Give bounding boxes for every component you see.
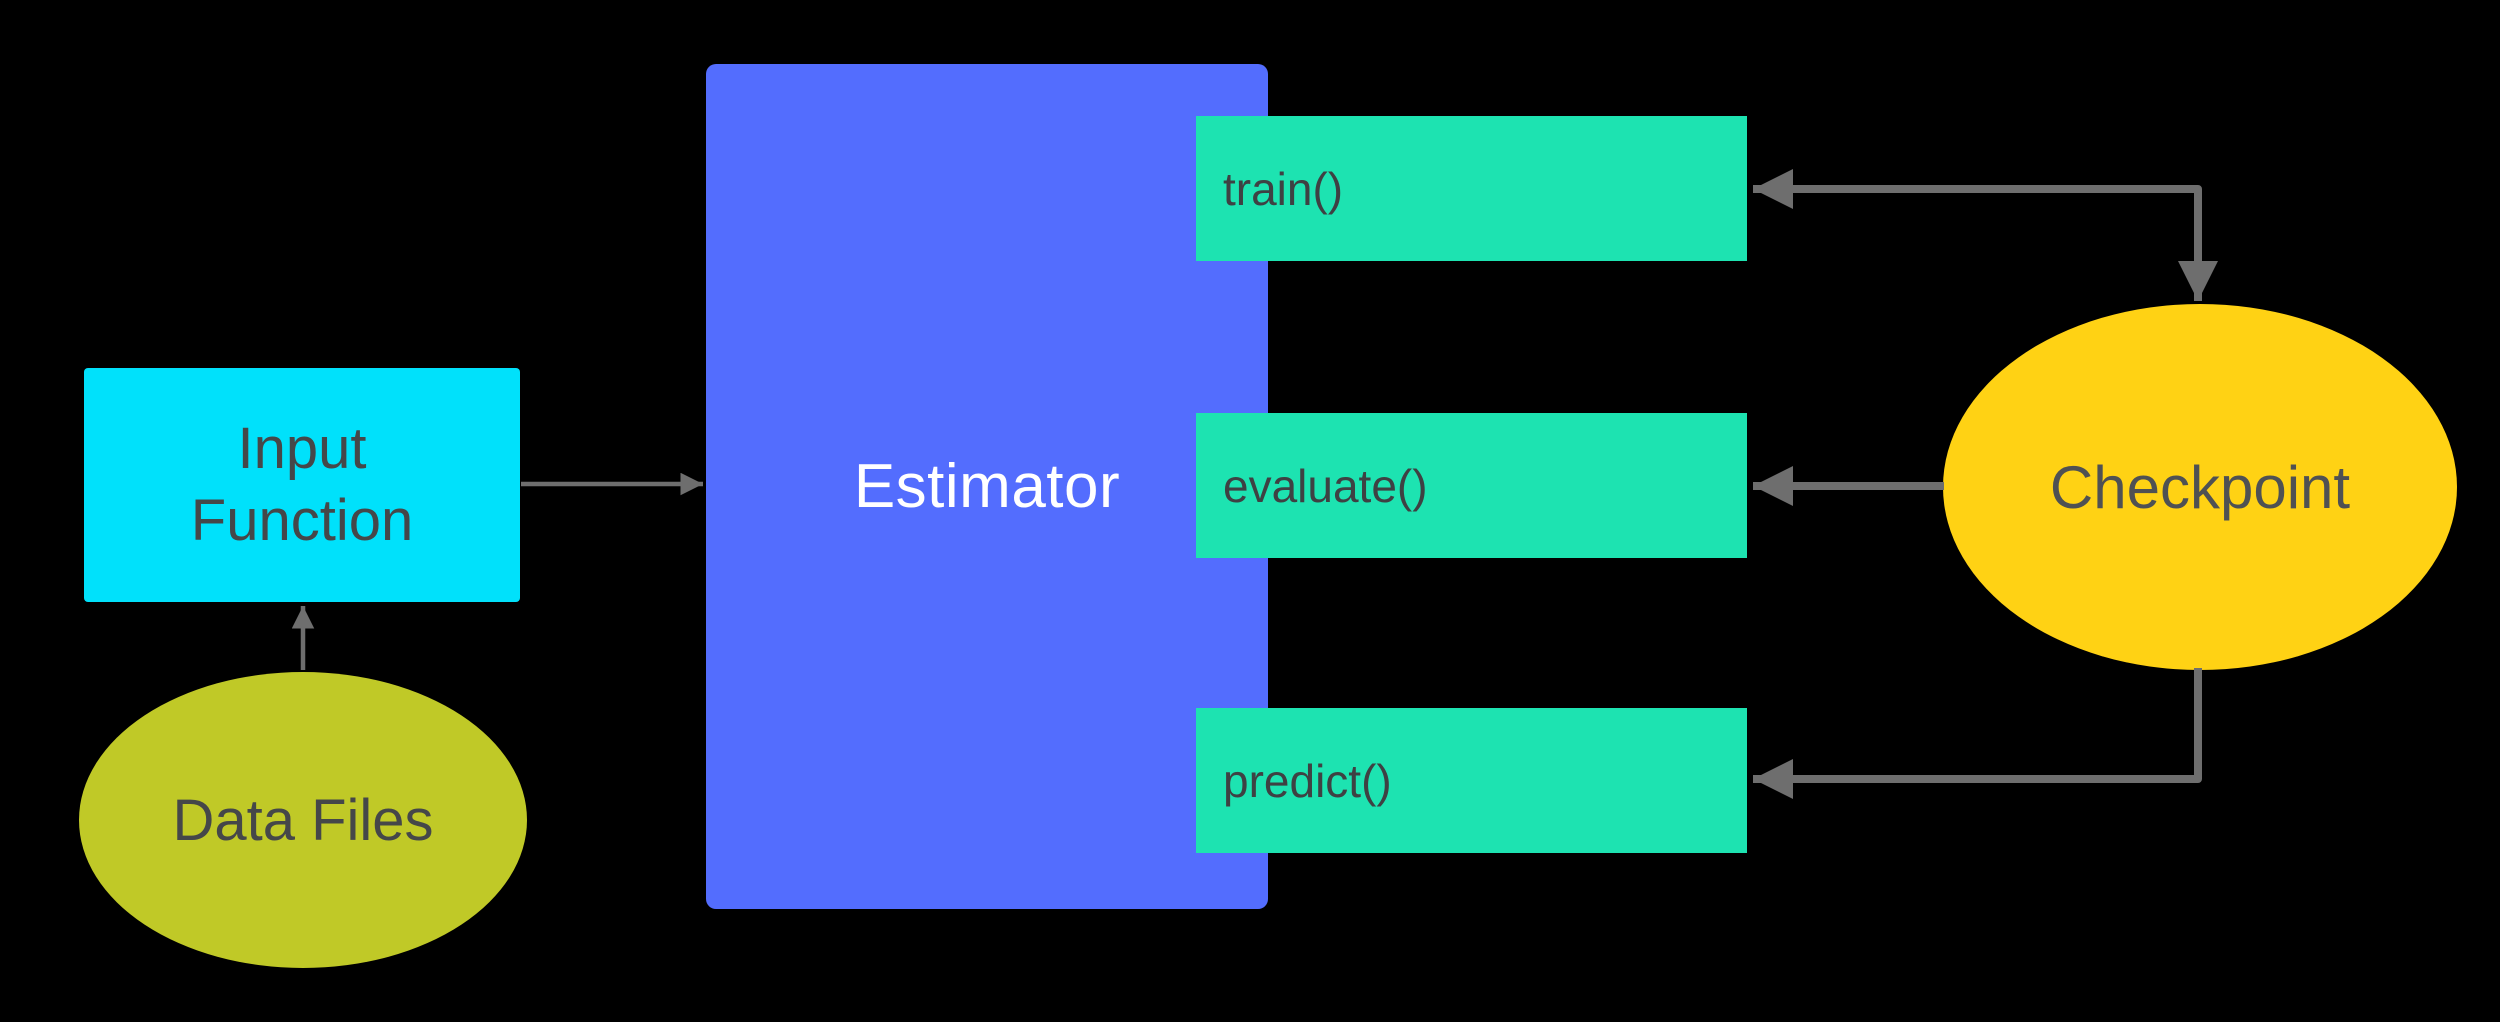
train-method-label: train(): [1223, 162, 1344, 215]
checkpoint-node: Checkpoint: [1943, 304, 2457, 670]
data-files-node: Data Files: [79, 672, 527, 968]
predict-method-node: predict(): [1196, 708, 1747, 853]
arrow-checkpoint-to-predict: [1753, 668, 2202, 799]
evaluate-method-label: evaluate(): [1223, 459, 1428, 512]
arrow-train-checkpoint: [1753, 169, 2218, 301]
evaluate-method-node: evaluate(): [1196, 413, 1747, 558]
input-function-label: Input Function: [190, 416, 414, 553]
checkpoint-label: Checkpoint: [2049, 453, 2351, 521]
data-files-label: Data Files: [172, 787, 434, 853]
input-function-node: Input Function: [84, 368, 520, 602]
predict-method-label: predict(): [1223, 754, 1392, 807]
train-method-node: train(): [1196, 116, 1747, 261]
estimator-node: Estimator: [706, 64, 1268, 909]
estimator-label: Estimator: [853, 452, 1121, 521]
